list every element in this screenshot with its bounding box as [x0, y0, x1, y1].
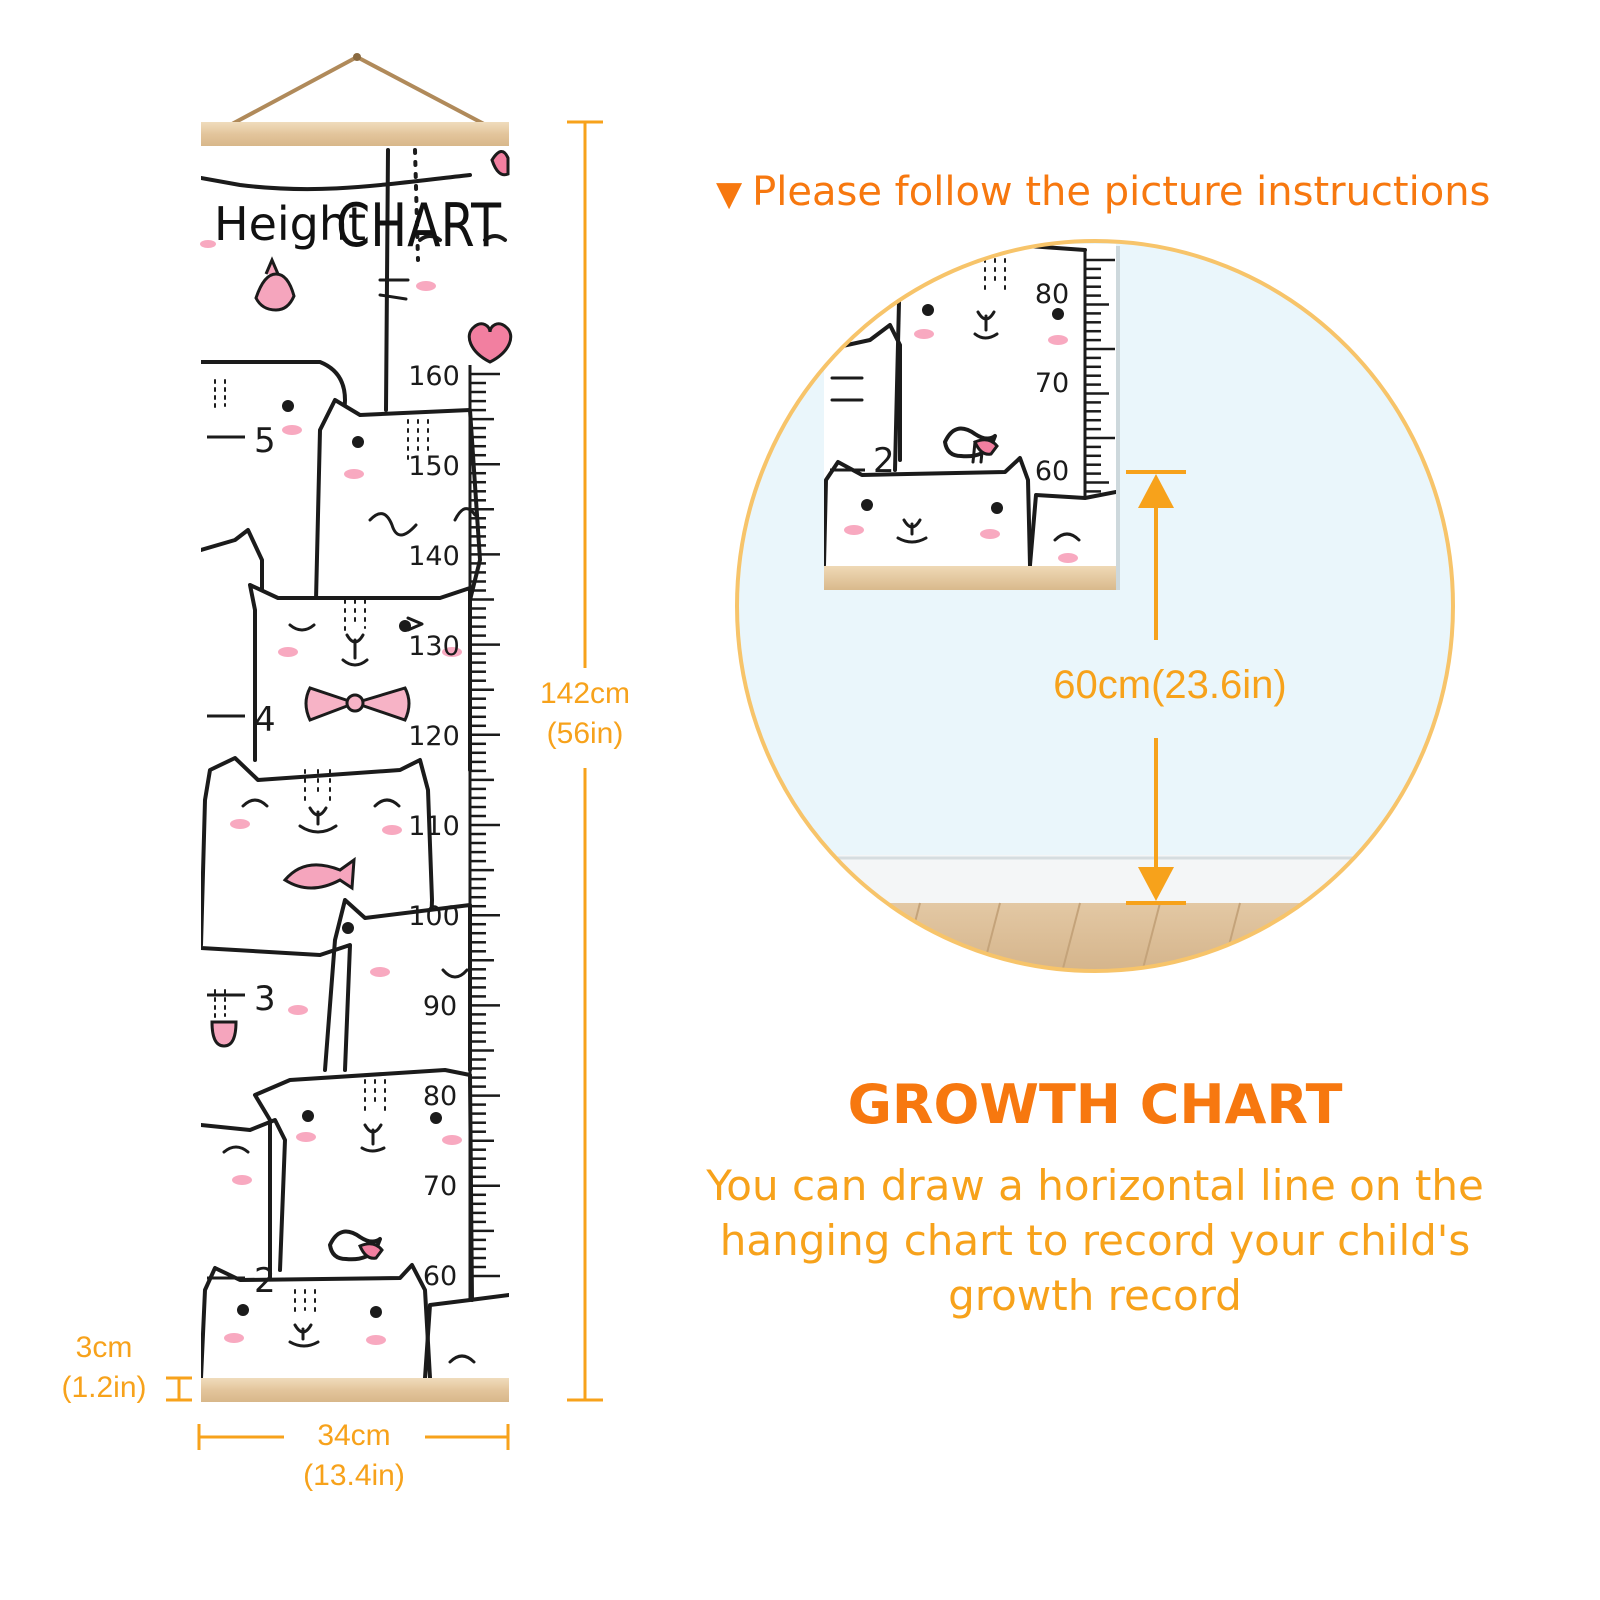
width-dimension-label: 34cm (13.4in)	[284, 1416, 424, 1496]
description-line-3: growth record	[948, 1271, 1242, 1320]
bar-in: (1.2in)	[61, 1371, 147, 1404]
ft-markers	[207, 435, 245, 1280]
dimension-lines	[166, 120, 603, 1450]
bow-tie-icon	[304, 686, 411, 722]
cm-label: 140	[408, 541, 460, 572]
ft-label: 3	[254, 979, 276, 1019]
cat-blush	[200, 240, 462, 1345]
description-line-2: hanging chart to record your child's	[719, 1216, 1471, 1265]
mounting-illustration: 80 70 60 2	[735, 239, 1455, 973]
mount-height-in: (23.6in)	[1151, 663, 1287, 707]
bar-dimension-label: 3cm (1.2in)	[44, 1328, 164, 1408]
mount-height-arrow	[1126, 470, 1186, 905]
height-cm: 142cm	[539, 677, 631, 710]
cm-label: 70	[423, 1171, 457, 1202]
cm-label: 150	[408, 451, 460, 482]
description-line-1: You can draw a horizontal line on the	[706, 1161, 1484, 1210]
inset-cm-labels: 80 70 60	[1035, 279, 1069, 487]
cm-label: 90	[423, 991, 457, 1022]
hanging-growth-chart: 160 150 140 130 120 110 100 90 80 70 60 …	[200, 53, 513, 1402]
rope-knot	[353, 53, 361, 61]
bar-cm: 3cm	[75, 1331, 133, 1364]
cm-label: 120	[408, 721, 460, 752]
wooden-top-bar	[201, 122, 509, 146]
heart-icon	[467, 322, 513, 364]
width-cm: 34cm	[317, 1419, 391, 1452]
height-dimension-label: 142cm (56in)	[520, 674, 650, 754]
mount-height-cm: 60cm	[1053, 663, 1152, 707]
ft-label: 2	[254, 1261, 276, 1301]
pink-top-icon	[490, 150, 510, 177]
ft-label: 4	[254, 700, 276, 740]
floor	[737, 903, 1453, 971]
chart-ruler	[470, 372, 500, 1278]
ft-labels: 5 4 3 2	[254, 421, 276, 1301]
width-in: (13.4in)	[303, 1459, 405, 1492]
chart-title-chart: CHART	[336, 191, 501, 261]
wooden-bottom-bar	[201, 1378, 509, 1402]
triangle-down-icon: ▼	[716, 174, 743, 214]
inset-cat-eyes	[861, 304, 1064, 514]
cm-label: 80	[423, 1081, 457, 1112]
growth-chart-description: You can draw a horizontal line on the ha…	[680, 1158, 1510, 1323]
cm-label: 60	[423, 1261, 457, 1292]
inset-wooden-bar	[824, 566, 1116, 590]
cat-pattern	[201, 148, 509, 1378]
inset-cm-label: 80	[1035, 279, 1069, 310]
ft-label: 5	[254, 421, 276, 461]
fish-toy-icon	[282, 856, 356, 891]
cm-labels: 160 150 140 130 120 110 100 90 80 70 60	[408, 361, 460, 1292]
instructions-text: Please follow the picture instructions	[752, 169, 1491, 215]
inset-cm-label: 60	[1035, 456, 1069, 487]
bird-wing-icon	[358, 1242, 384, 1260]
cm-label: 110	[408, 811, 460, 842]
cm-label: 130	[408, 631, 460, 662]
cat-eyes	[237, 400, 442, 1318]
cm-label: 160	[408, 361, 460, 392]
inset-blush	[844, 329, 1078, 563]
mount-height-label: 60cm(23.6in)	[1020, 660, 1320, 710]
inset-ruler	[1085, 258, 1115, 493]
inset-bird-wing-icon	[973, 438, 999, 456]
height-in: (56in)	[546, 717, 624, 750]
inset-cm-label: 70	[1035, 368, 1069, 399]
instructions-header: ▼Please follow the picture instructions	[716, 164, 1556, 222]
pink-accents	[210, 150, 513, 1260]
fish-icon	[254, 256, 296, 312]
inset-circle-border	[735, 239, 1455, 973]
inset-ft-label: 2	[873, 441, 895, 481]
growth-chart-title: GROWTH CHART	[847, 1073, 1343, 1136]
cm-label: 100	[408, 901, 460, 932]
tongue-icon	[210, 1020, 238, 1048]
chart-title-height: Height	[214, 197, 366, 251]
